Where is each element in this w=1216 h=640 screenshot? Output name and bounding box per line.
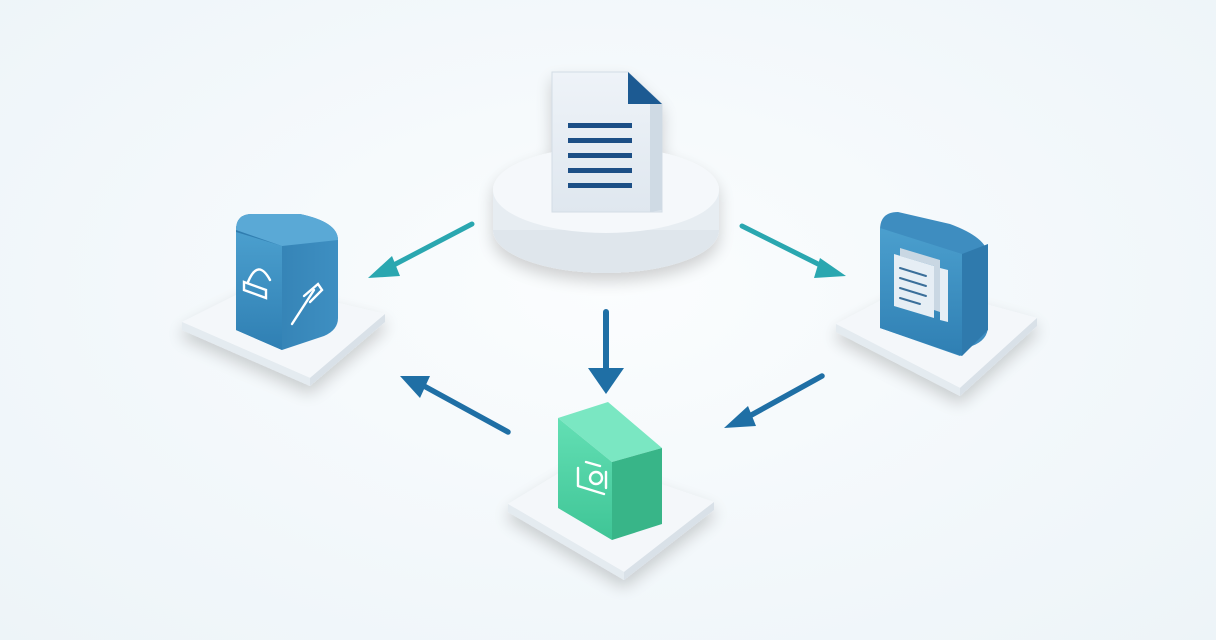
- documents-icon: [880, 212, 988, 356]
- node-left-module: [182, 214, 385, 386]
- arrow-right-to-bottom: [724, 373, 825, 428]
- arrow-doc-to-bottom: [588, 309, 624, 394]
- node-source-document: [493, 71, 719, 273]
- arrow-doc-to-right: [739, 223, 846, 278]
- camera-icon: [558, 402, 662, 540]
- document-lines-icon: [551, 71, 663, 213]
- arrow-doc-to-left: [368, 221, 475, 278]
- node-bottom-module: [508, 402, 714, 580]
- tools-icon: [236, 214, 338, 350]
- arrow-bottom-to-left: [400, 376, 511, 435]
- node-right-module: [836, 212, 1037, 396]
